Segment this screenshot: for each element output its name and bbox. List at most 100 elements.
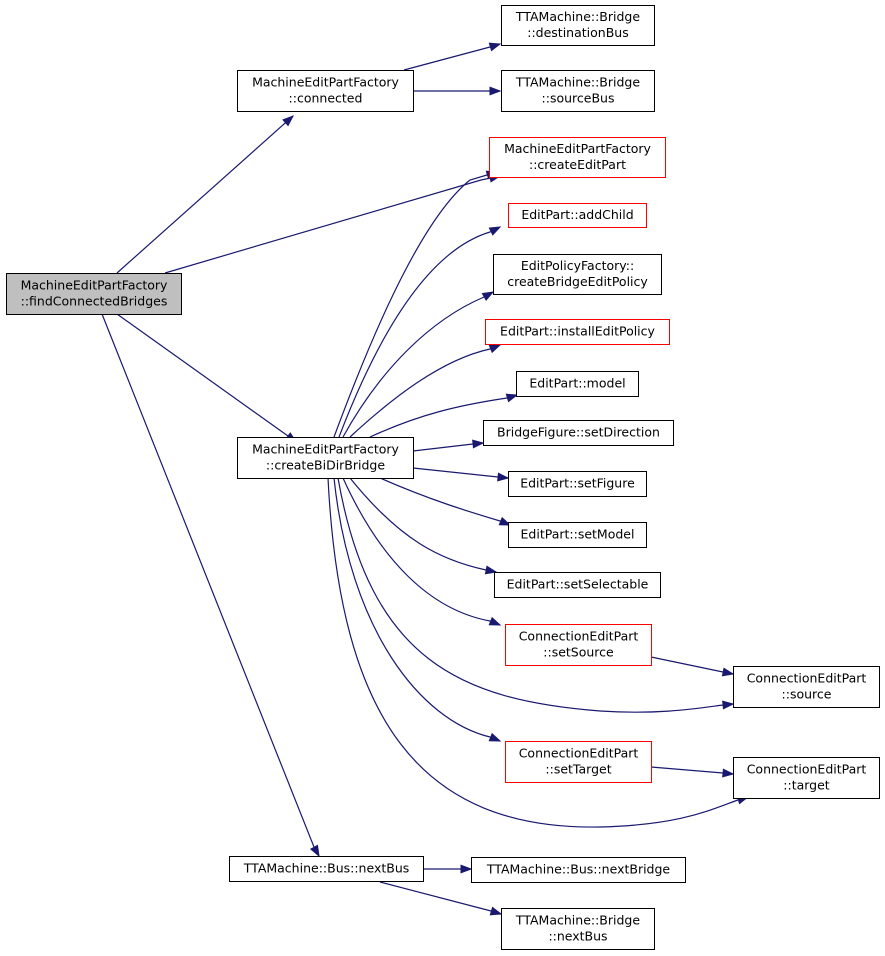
- node-box: [493, 254, 662, 295]
- node-box: [516, 371, 639, 397]
- node-destBus[interactable]: TTAMachine::Bridge::destinationBus: [501, 5, 655, 46]
- node-label-line: ConnectionEditPart: [519, 629, 639, 644]
- edge-line: [412, 442, 484, 452]
- node-box: [508, 522, 647, 548]
- node-cbep[interactable]: EditPolicyFactory::createBridgeEditPolic…: [493, 254, 662, 295]
- node-label-line: MachineEditPartFactory: [252, 442, 399, 457]
- node-createBiDir[interactable]: MachineEditPartFactory::createBiDirBridg…: [237, 437, 414, 479]
- node-box: [237, 70, 414, 112]
- node-label-line: EditPart::setSelectable: [507, 577, 649, 592]
- edge-line: [333, 477, 501, 742]
- arrowhead-icon: [488, 344, 502, 354]
- edge-line: [327, 477, 749, 828]
- node-connected[interactable]: MachineEditPartFactory::connected: [237, 70, 414, 112]
- edge-createBiDir-to-addChild: [338, 226, 502, 438]
- node-source[interactable]: ConnectionEditPart::source: [733, 666, 880, 708]
- node-label-line: EditPart::installEditPolicy: [500, 324, 655, 339]
- arrowhead-icon: [484, 565, 498, 575]
- node-label-line: ConnectionEditPart: [519, 746, 639, 761]
- edge-createBiDir-to-model: [369, 393, 519, 438]
- node-label-line: EditPart::setModel: [521, 527, 635, 542]
- node-box: [229, 856, 424, 882]
- node-label-line: TTAMachine::Bus::nextBridge: [486, 862, 671, 877]
- edge-createBiDir-to-createEditPart: [333, 170, 499, 438]
- node-box: [501, 5, 655, 46]
- node-box: [508, 203, 647, 228]
- node-setDirection[interactable]: BridgeFigure::setDirection: [483, 420, 674, 446]
- arrowhead-icon: [488, 616, 502, 626]
- edge-createBiDir-to-source: [337, 477, 735, 713]
- arrowhead-icon: [282, 115, 295, 127]
- arrowhead-icon: [488, 42, 502, 52]
- node-box: [508, 471, 647, 497]
- node-label-line: ::source: [782, 687, 832, 702]
- node-label-line: MachineEditPartFactory: [252, 75, 399, 90]
- edge-line: [101, 313, 320, 857]
- node-srcBus[interactable]: TTAMachine::Bridge::sourceBus: [501, 70, 655, 112]
- edge-root-to-nextBus: [101, 313, 320, 858]
- node-nextBridge[interactable]: TTAMachine::Bus::nextBridge: [471, 857, 686, 883]
- node-box: [6, 273, 182, 315]
- node-label-line: EditPolicyFactory::: [521, 258, 634, 273]
- node-label-line: EditPart::addChild: [521, 207, 633, 222]
- node-createEditPart[interactable]: MachineEditPartFactory::createEditPart: [489, 137, 666, 178]
- edge-line: [342, 291, 494, 438]
- edge-nextBus-to-nextBridge: [423, 864, 473, 874]
- edge-line: [116, 313, 297, 443]
- edge-line: [342, 477, 501, 626]
- edge-line: [379, 881, 502, 915]
- edge-root-to-createEditPart: [164, 173, 502, 274]
- node-label-line: MachineEditPartFactory: [21, 278, 168, 293]
- arrowhead-icon: [488, 226, 502, 236]
- node-label-line: ::setTarget: [545, 762, 611, 777]
- node-setFigure[interactable]: EditPart::setFigure: [508, 471, 647, 497]
- arrowhead-icon: [722, 700, 735, 710]
- node-box: [501, 908, 655, 950]
- node-label-line: ::findConnectedBridges: [21, 294, 168, 309]
- node-installEP[interactable]: EditPart::installEditPolicy: [485, 319, 670, 345]
- node-box: [505, 624, 652, 666]
- node-brNextBus[interactable]: TTAMachine::Bridge::nextBus: [501, 908, 655, 950]
- node-label-line: ::target: [783, 778, 830, 793]
- nodes-layer: MachineEditPartFactory::findConnectedBri…: [6, 5, 880, 950]
- node-label-line: ::sourceBus: [542, 91, 615, 106]
- node-label-line: MachineEditPartFactory: [504, 141, 651, 156]
- arrowhead-icon: [721, 667, 735, 677]
- arrowhead-icon: [309, 844, 320, 858]
- arrowhead-icon: [505, 393, 519, 403]
- node-box: [501, 70, 655, 112]
- node-root[interactable]: MachineEditPartFactory::findConnectedBri…: [6, 273, 182, 315]
- node-box: [237, 437, 414, 479]
- node-box: [483, 420, 674, 446]
- edge-line: [412, 467, 509, 479]
- edge-nextBus-to-brNextBus: [379, 881, 503, 916]
- node-setModel[interactable]: EditPart::setModel: [508, 522, 647, 548]
- node-label-line: TTAMachine::Bridge: [515, 9, 640, 24]
- node-box: [733, 757, 880, 799]
- arrowhead-icon: [489, 906, 503, 916]
- edge-line: [349, 477, 497, 573]
- node-setSource[interactable]: ConnectionEditPart::setSource: [505, 624, 652, 666]
- node-setTarget[interactable]: ConnectionEditPart::setTarget: [505, 741, 652, 783]
- edge-createBiDir-to-setTarget: [333, 477, 502, 742]
- edge-createBiDir-to-setDirection: [412, 439, 485, 452]
- node-target[interactable]: ConnectionEditPart::target: [733, 757, 880, 799]
- node-box: [489, 137, 666, 178]
- node-nextBus[interactable]: TTAMachine::Bus::nextBus: [229, 856, 424, 882]
- node-setSelectable[interactable]: EditPart::setSelectable: [494, 572, 661, 598]
- edge-setSource-to-source: [650, 656, 735, 677]
- node-addChild[interactable]: EditPart::addChild: [508, 203, 647, 228]
- edge-createBiDir-to-cbep: [342, 291, 495, 438]
- node-label-line: EditPart::setFigure: [520, 476, 635, 491]
- edges-layer: [101, 42, 750, 916]
- edge-line: [650, 656, 734, 675]
- node-label-line: BridgeFigure::setDirection: [497, 425, 660, 440]
- node-label-line: EditPart::model: [529, 376, 625, 391]
- edge-setTarget-to-target: [650, 766, 735, 778]
- edge-createBiDir-to-setSource: [342, 477, 502, 626]
- edge-line: [164, 175, 501, 274]
- node-label-line: ConnectionEditPart: [747, 762, 867, 777]
- edge-line: [403, 43, 501, 71]
- node-model[interactable]: EditPart::model: [516, 371, 639, 397]
